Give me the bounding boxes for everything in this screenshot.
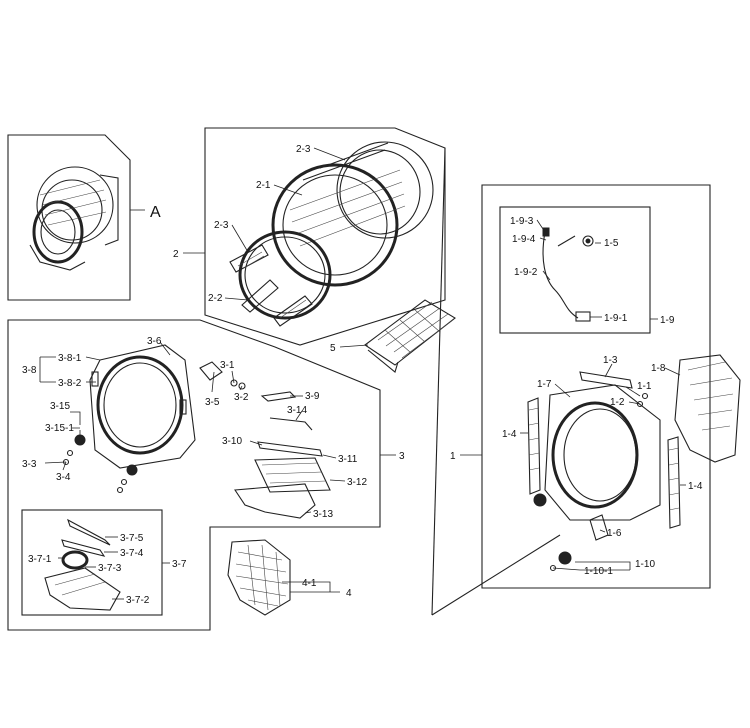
label-3-8: 3-8 [22, 365, 37, 376]
label-1-5: 1-5 [604, 238, 619, 249]
label-2-3-top: 2-3 [296, 144, 311, 155]
label-1-7: 1-7 [537, 379, 552, 390]
harness-parts [542, 227, 594, 322]
label-1-4-right: 1-4 [688, 481, 703, 492]
label-5: 5 [330, 343, 336, 354]
label-3-14: 3-14 [287, 405, 307, 416]
part-labels: A 2 2-3 2-1 2-3 2-2 5 3-6 3-8 3-8-1 3-8-… [22, 144, 703, 606]
frame-assembly-a [7, 134, 131, 301]
filter-grille-part [364, 299, 456, 373]
label-3-7-1: 3-7-1 [28, 554, 52, 565]
leader-lines [39, 147, 686, 600]
label-3-4: 3-4 [56, 472, 71, 483]
label-3-7-3: 3-7-3 [98, 563, 122, 574]
label-1-9-3: 1-9-3 [510, 216, 534, 227]
frame-front-frame-group [7, 319, 381, 631]
label-3-2: 3-2 [234, 392, 249, 403]
label-1-9: 1-9 [660, 315, 675, 326]
label-1-8: 1-8 [651, 363, 666, 374]
label-3-9: 3-9 [305, 391, 320, 402]
label-3-13: 3-13 [313, 509, 333, 520]
lint-filter-part [227, 539, 291, 616]
label-3-7-4: 3-7-4 [120, 548, 144, 559]
label-3-8-2: 3-8-2 [58, 378, 82, 389]
label-1: 1 [450, 451, 456, 462]
label-3-15: 3-15 [50, 401, 70, 412]
frame-subgroup-1-9 [499, 206, 651, 334]
label-3-10: 3-10 [222, 436, 242, 447]
label-1-9-1: 1-9-1 [604, 313, 628, 324]
label-3-8-1: 3-8-1 [58, 353, 82, 364]
duct-parts [44, 518, 121, 611]
label-2-1: 2-1 [256, 180, 271, 191]
label-3-11: 3-11 [338, 454, 358, 465]
label-1-1: 1-1 [637, 381, 652, 392]
label-1-4-left: 1-4 [502, 429, 517, 440]
frame-subgroup-3-7 [21, 509, 163, 616]
label-4: 4 [346, 588, 352, 599]
label-1-3: 1-3 [603, 355, 618, 366]
label-3-7-2: 3-7-2 [126, 595, 150, 606]
label-3-7-5: 3-7-5 [120, 533, 144, 544]
drum-parts [229, 141, 434, 327]
label-2-2: 2-2 [208, 293, 223, 304]
label-3-7: 3-7 [172, 559, 187, 570]
label-1-10-1: 1-10-1 [584, 566, 613, 577]
frame-drum-group [204, 127, 446, 346]
label-3-5: 3-5 [205, 397, 220, 408]
label-3: 3 [399, 451, 405, 462]
label-3-1: 3-1 [220, 360, 235, 371]
label-1-9-4: 1-9-4 [512, 234, 536, 245]
label-2: 2 [173, 249, 179, 260]
leader-lines-group-1 [431, 147, 561, 616]
label-4-1: 4-1 [302, 578, 317, 589]
label-3-3: 3-3 [22, 459, 37, 470]
label-A: A [150, 204, 161, 221]
front-frame-parts [62, 344, 331, 519]
label-3-15-1: 3-15-1 [45, 423, 74, 434]
frame-cabinet-group [481, 184, 711, 589]
cabinet-parts [527, 354, 741, 572]
label-1-9-2: 1-9-2 [514, 267, 538, 278]
label-2-3-mid: 2-3 [214, 220, 229, 231]
label-3-6: 3-6 [147, 336, 162, 347]
drum-assembly-thumbnail [29, 166, 119, 271]
label-1-6: 1-6 [607, 528, 622, 539]
label-1-2: 1-2 [610, 397, 625, 408]
label-3-12: 3-12 [347, 477, 367, 488]
label-1-10: 1-10 [635, 559, 655, 570]
